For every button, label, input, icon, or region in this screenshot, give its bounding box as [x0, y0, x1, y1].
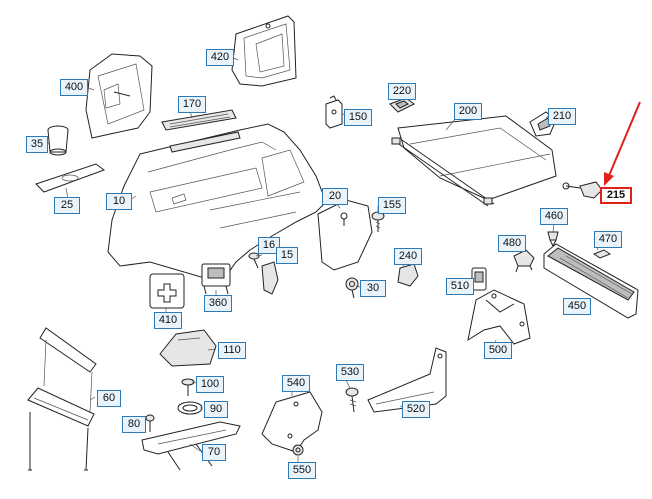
part-420-upper-trim	[231, 15, 297, 87]
part-200-cargo-cover	[391, 115, 557, 207]
part-170-grille	[161, 109, 237, 131]
callout-215-highlighted: 215	[600, 187, 632, 204]
callout-450: 450	[563, 298, 591, 315]
part-450-sill-trim	[543, 243, 639, 319]
callout-220: 220	[388, 83, 416, 100]
part-20-cover-panel	[317, 199, 373, 271]
part-470-fastener	[592, 249, 612, 259]
callout-60: 60	[97, 390, 121, 407]
highlight-arrowhead	[604, 172, 614, 186]
part-540-bracket	[261, 391, 323, 453]
part-90-ring	[177, 401, 203, 415]
part-550-nut	[292, 444, 304, 456]
part-70-bracket	[141, 421, 241, 471]
callout-10: 10	[106, 193, 132, 210]
callout-420: 420	[206, 49, 234, 66]
part-15-cover	[261, 261, 279, 295]
part-220-clip	[389, 97, 415, 113]
callout-200: 200	[454, 103, 482, 120]
callout-80: 80	[122, 416, 146, 433]
callout-155: 155	[378, 197, 406, 214]
highlight-arrow	[607, 101, 641, 179]
callout-530: 530	[336, 364, 364, 381]
part-16-hook	[248, 252, 260, 269]
part-530-bolt	[345, 387, 359, 413]
callout-90: 90	[204, 401, 228, 418]
part-35-holder	[47, 125, 69, 156]
callout-110: 110	[218, 342, 246, 359]
part-215-pin	[562, 181, 603, 199]
callout-150: 150	[344, 109, 372, 126]
part-30-fastener	[345, 277, 359, 299]
callout-470: 470	[594, 231, 622, 248]
callout-500: 500	[484, 342, 512, 359]
part-150-bracket	[325, 95, 343, 129]
part-510-switch	[471, 267, 487, 291]
part-410-socket	[149, 273, 185, 309]
callout-30: 30	[360, 280, 386, 297]
part-240-round-cover	[397, 263, 419, 287]
callout-550: 550	[288, 462, 316, 479]
callout-16: 16	[258, 237, 280, 254]
part-155-screw	[371, 211, 385, 232]
part-80-screw	[145, 414, 155, 432]
callout-520: 520	[402, 401, 430, 418]
callout-480: 480	[498, 235, 526, 252]
callout-15: 15	[276, 247, 298, 264]
part-520-bar	[367, 347, 447, 413]
callout-400: 400	[60, 79, 88, 96]
callout-540: 540	[282, 375, 310, 392]
callout-360: 360	[204, 295, 232, 312]
callout-510: 510	[446, 278, 474, 295]
callout-25: 25	[54, 197, 80, 214]
callout-100: 100	[196, 376, 224, 393]
part-25-cover-strip	[35, 163, 106, 193]
part-100-bolt	[181, 378, 195, 396]
callout-410: 410	[154, 312, 182, 329]
callout-170: 170	[178, 96, 206, 113]
callout-20: 20	[322, 188, 348, 205]
part-360-outlet	[201, 263, 231, 295]
part-400-side-panel	[85, 53, 153, 139]
part-60-net	[27, 327, 97, 471]
part-110-cover	[159, 329, 217, 367]
part-480-bracket	[513, 249, 535, 273]
callout-240: 240	[394, 248, 422, 265]
callout-35: 35	[26, 136, 48, 153]
part-500-bracket	[467, 289, 531, 345]
callout-70: 70	[202, 444, 226, 461]
callout-460: 460	[540, 208, 568, 225]
callout-210: 210	[548, 108, 576, 125]
